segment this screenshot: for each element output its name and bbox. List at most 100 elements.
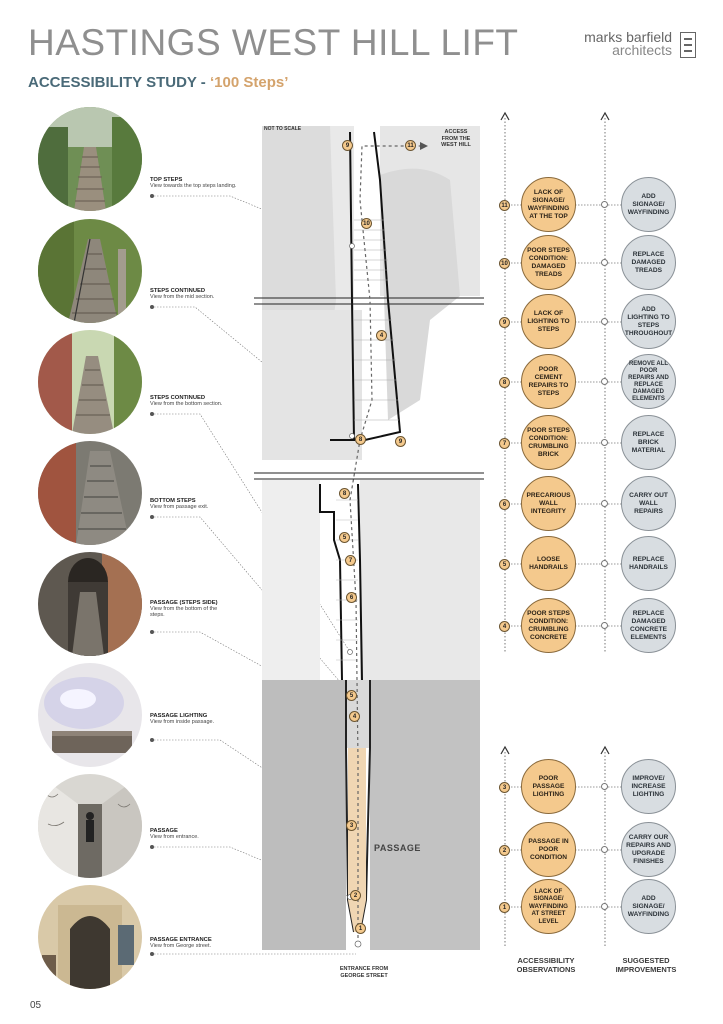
map-marker-2: 2 <box>350 890 361 901</box>
imp-dot-11 <box>601 201 608 208</box>
imp-dot-1 <box>601 903 608 910</box>
imp-dot-5 <box>601 560 608 567</box>
obs-num-1: 1 <box>499 902 510 913</box>
suggested-improvements-label: SUGGESTED IMPROVEMENTS <box>615 956 677 974</box>
improvement-5: REPLACE HANDRAILS <box>621 536 676 591</box>
photo-pointer-dot-8 <box>150 952 154 956</box>
map-marker-5-upper: 5 <box>339 532 350 543</box>
map-marker-3: 3 <box>346 820 357 831</box>
passage-label: PASSAGE <box>374 843 421 853</box>
photo-steps-mid <box>38 219 142 323</box>
buildings-lower <box>262 680 480 950</box>
obs-num-5: 5 <box>499 559 510 570</box>
obs-num-6: 6 <box>499 499 510 510</box>
photo-pointer-dot-1 <box>150 194 154 198</box>
obs-num-3: 3 <box>499 782 510 793</box>
logo-line1: marks barfield <box>584 29 672 45</box>
page-number: 05 <box>30 1000 42 1011</box>
photo-pointer-dot-3 <box>150 412 154 416</box>
observation-5: LOOSE HANDRAILS <box>521 536 576 591</box>
break-lines <box>254 297 484 480</box>
steps-hatch-upper <box>354 219 399 421</box>
photo-steps-bottom <box>38 330 142 434</box>
map-marker-9-top: 9 <box>342 140 353 151</box>
photo-passage-entrance <box>38 885 142 989</box>
photo-passage-lighting <box>38 663 142 767</box>
obs-num-11: 11 <box>499 200 510 211</box>
imp-dot-8 <box>601 378 608 385</box>
obs-num-10: 10 <box>499 258 510 269</box>
map-marker-4-lower: 4 <box>349 711 360 722</box>
imp-dot-3 <box>601 783 608 790</box>
map-marker-11: 11 <box>405 140 416 151</box>
observation-6: PRECARIOUS WALL INTEGRITY <box>521 476 576 531</box>
subtitle-main: ACCESSIBILITY STUDY - <box>28 74 210 91</box>
page-subtitle: ACCESSIBILITY STUDY - ‘100 Steps’ <box>28 74 288 91</box>
route-arrow-icon <box>420 142 428 150</box>
obs-num-4: 4 <box>499 621 510 632</box>
subtitle-highlight: ‘100 Steps’ <box>209 74 289 91</box>
passage-floor <box>348 748 366 900</box>
map-marker-5-lower: 5 <box>346 690 357 701</box>
photo-bottom-steps <box>38 441 142 545</box>
logo: marks barfield architects <box>572 30 696 62</box>
improvement-2: CARRY OUR REPAIRS AND UPGRADE FINISHES <box>621 822 676 877</box>
improvement-1: ADD SIGNAGE/ WAYFINDING <box>621 879 676 934</box>
improvement-6: CARRY OUT WALL REPAIRS <box>621 476 676 531</box>
photo-pointer-dot-2 <box>150 305 154 309</box>
terrain-middle <box>262 480 480 680</box>
map-marker-6: 6 <box>346 592 357 603</box>
photo-passage <box>38 774 142 878</box>
photo-pointer-dot-4 <box>150 515 154 519</box>
observation-4: POOR STEPS CONDITION: CRUMBLING CONCRETE <box>521 598 576 653</box>
photo-top-steps <box>38 107 142 211</box>
route-line <box>349 145 420 944</box>
map-marker-9-mid: 9 <box>395 436 406 447</box>
imp-dot-2 <box>601 846 608 853</box>
improvement-9: ADD LIGHTING TO STEPS THROUGHOUT <box>621 294 676 349</box>
page-title: HASTINGS WEST HILL LIFT <box>28 22 519 63</box>
not-to-scale-label: NOT TO SCALE <box>264 126 302 132</box>
observation-2: PASSAGE IN POOR CONDITION <box>521 822 576 877</box>
improvement-3: IMPROVE/ INCREASE LIGHTING <box>621 759 676 814</box>
observation-10: POOR STEPS CONDITION: DAMAGED TREADS <box>521 235 576 290</box>
map-marker-4-upper: 4 <box>376 330 387 341</box>
improvement-8: REMOVE ALL POOR REPAIRS AND REPLACE DAMA… <box>621 354 676 409</box>
terrain-upper <box>262 126 480 460</box>
imp-dot-10 <box>601 259 608 266</box>
access-top-label: ACCESS FROM THE WEST HILL <box>441 129 471 148</box>
improvement-7: REPLACE BRICK MATERIAL <box>621 415 676 470</box>
photo-pointer-dot-6 <box>150 738 154 742</box>
observation-9: LACK OF LIGHTING TO STEPS <box>521 294 576 349</box>
imp-dot-4 <box>601 622 608 629</box>
photo-pointer-dot-5 <box>150 630 154 634</box>
path-walls-upper <box>330 131 402 443</box>
observation-8: POOR CEMENT REPAIRS TO STEPS <box>521 354 576 409</box>
improvement-10: REPLACE DAMAGED TREADS <box>621 235 676 290</box>
improvement-11: ADD SIGNAGE/ WAYFINDING <box>621 177 676 232</box>
imp-dot-6 <box>601 500 608 507</box>
map-marker-1: 1 <box>355 923 366 934</box>
observation-7: POOR STEPS CONDITION: CRUMBLING BRICK <box>521 415 576 470</box>
obs-num-2: 2 <box>499 845 510 856</box>
logo-line2: architects <box>612 42 672 58</box>
entrance-bottom-label: ENTRANCE FROM GEORGE STREET <box>339 966 389 979</box>
imp-dot-9 <box>601 318 608 325</box>
accessibility-observations-label: ACCESSIBILITY OBSERVATIONS <box>516 956 576 974</box>
map-marker-7: 7 <box>345 555 356 566</box>
logo-mark-icon <box>680 32 696 58</box>
observation-1: LACK OF SIGNAGE/ WAYFINDING AT STREET LE… <box>521 879 576 934</box>
obs-num-9: 9 <box>499 317 510 328</box>
photo-label-passage-steps-side: PASSAGE (STEPS SIDE)View from the bottom… <box>150 600 218 618</box>
improvement-4: REPLACE DAMAGED CONCRETE ELEMENTS <box>621 598 676 653</box>
observation-3: POOR PASSAGE LIGHTING <box>521 759 576 814</box>
imp-dot-7 <box>601 439 608 446</box>
obs-num-8: 8 <box>499 377 510 388</box>
